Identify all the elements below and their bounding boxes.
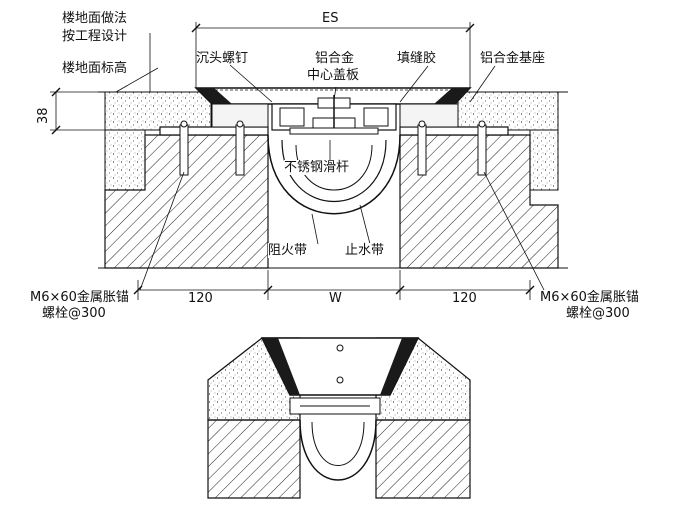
label-anchor-right-2: 螺栓@300 xyxy=(566,306,630,321)
label-center-cover: 中心盖板 xyxy=(307,68,360,83)
label-floor-method-2: 按工程设计 xyxy=(62,29,128,44)
screed-right-lower xyxy=(529,129,559,191)
label-anchor-left-1: M6×60金属胀锚 xyxy=(30,290,129,305)
label-fire-belt: 阻火带 xyxy=(268,243,308,258)
dim-middle: W xyxy=(329,291,342,306)
base-right xyxy=(399,126,509,136)
label-aluminum-alloy: 铝合金 xyxy=(315,51,355,66)
dim-es: ES xyxy=(322,11,339,26)
screed-right xyxy=(457,91,559,131)
dim-height: 38 xyxy=(36,107,51,124)
label-water-stop: 止水带 xyxy=(345,243,385,258)
label-anchor-right-1: M6×60金属胀锚 xyxy=(540,290,639,305)
label-floor-elevation: 楼地面标高 xyxy=(62,61,128,76)
perspective-view xyxy=(207,337,471,499)
label-stainless-rod: 不锈钢滑杆 xyxy=(284,160,350,175)
screed-left-lower xyxy=(104,129,146,191)
base-left xyxy=(159,126,269,136)
sealant-left xyxy=(196,88,232,104)
label-sealant: 填缝胶 xyxy=(397,51,437,66)
label-floor-method-1: 楼地面做法 xyxy=(62,11,128,26)
label-countersunk-screw: 沉头螺钉 xyxy=(196,51,249,66)
dim-left-width: 120 xyxy=(188,291,213,306)
label-aluminum-base: 铝合金基座 xyxy=(480,51,546,66)
sealant-right xyxy=(434,88,470,104)
screed-left xyxy=(104,91,212,131)
anchor-bolts xyxy=(179,120,487,176)
fire-belt xyxy=(267,134,401,215)
label-anchor-left-2: 螺栓@300 xyxy=(42,306,106,321)
dim-right-width: 120 xyxy=(452,291,477,306)
